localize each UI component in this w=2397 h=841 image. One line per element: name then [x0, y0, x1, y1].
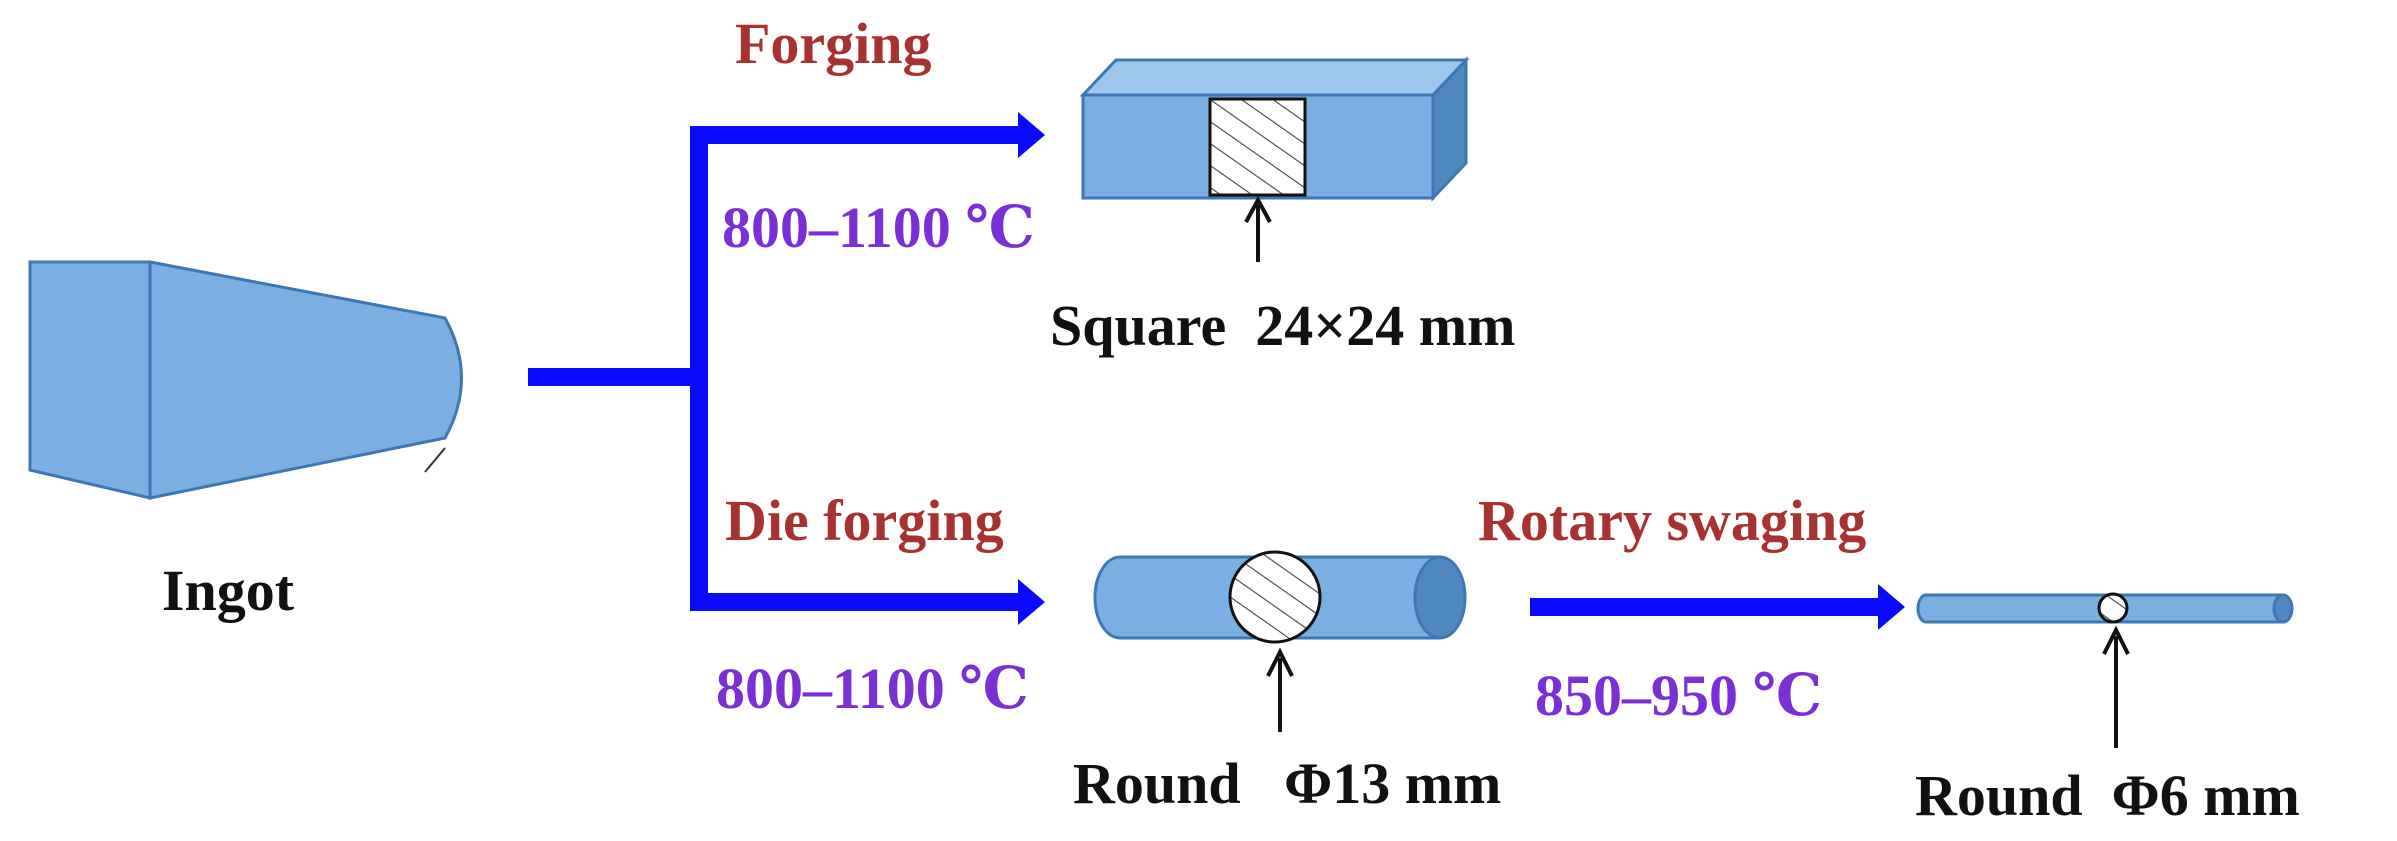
branch-vertical-line — [690, 126, 708, 611]
ingot-tick-mark — [424, 447, 446, 473]
round-bar-13-end-face — [1413, 555, 1467, 640]
round-13-size-label: Round Φ13 mm — [1073, 751, 1501, 816]
round-13-cross-section — [1228, 550, 1322, 644]
swaging-arrow-line — [1530, 598, 1880, 616]
square-bar-shape — [1079, 56, 1470, 202]
ingot-label: Ingot — [162, 558, 295, 623]
round-13-pointer-arrow — [1266, 647, 1294, 732]
die-forging-arrow-head — [1018, 579, 1045, 625]
square-pointer-arrow — [1244, 195, 1272, 262]
flow-arrows — [528, 112, 1905, 630]
round-bar-13-shape — [1093, 550, 1467, 644]
round-bar-6-end-face — [2272, 593, 2294, 624]
swaging-arrow-head — [1878, 584, 1905, 630]
square-cross-section — [1208, 97, 1307, 197]
swaging-temperature-label: 850–950 ℃ — [1535, 663, 1822, 728]
square-bar-top-face — [1079, 58, 1470, 97]
ingot-output-arrow-line — [528, 368, 693, 386]
forging-arrow-head — [1018, 112, 1045, 158]
die-forging-label: Die forging — [725, 488, 1004, 553]
forging-arrow-line — [690, 126, 1020, 144]
rotary-swaging-label: Rotary swaging — [1478, 488, 1866, 553]
forging-temperature-label: 800–1100 ℃ — [722, 195, 1035, 260]
round-bar-6-shape — [1916, 592, 2294, 624]
round-6-pointer-arrow — [2102, 625, 2130, 748]
round-6-size-label: Round Φ6 mm — [1915, 763, 2300, 828]
ingot-shape — [28, 260, 463, 500]
forging-label: Forging — [735, 11, 932, 76]
die-forging-arrow-line — [690, 593, 1020, 611]
square-size-label: Square 24×24 mm — [1050, 293, 1515, 358]
round-6-cross-section — [2097, 592, 2129, 624]
die-forging-temperature-label: 800–1100 ℃ — [716, 656, 1029, 721]
